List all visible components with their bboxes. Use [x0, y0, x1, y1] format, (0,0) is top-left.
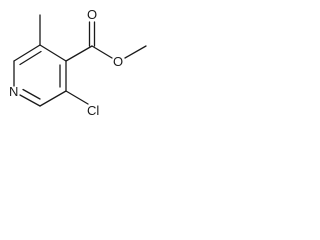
ring-double-bond-c2-c3 — [19, 50, 42, 66]
ring-bond-c6-n — [19, 94, 41, 107]
ring-double-bond-c6-n — [22, 88, 41, 100]
ester-carbon-bond — [65, 45, 93, 62]
ester-methyl-bond — [124, 45, 147, 59]
carbonyl-oxygen-label: O — [87, 7, 97, 22]
ring-bond-c3-c4 — [39, 44, 67, 62]
chemical-structure-diagram: N Cl O O — [9, 7, 147, 118]
ester-oxygen-bond — [91, 45, 113, 59]
ring-bond-c2-c3 — [13, 44, 41, 62]
ring-bond-c5-c6 — [39, 90, 67, 107]
ester-oxygen-label: O — [113, 54, 123, 69]
nitrogen-label: N — [9, 84, 18, 99]
methyl-ester-group — [65, 21, 147, 62]
pyridine-ring — [13, 44, 67, 107]
chloro-bond — [65, 90, 89, 105]
chlorine-label: Cl — [87, 103, 99, 118]
